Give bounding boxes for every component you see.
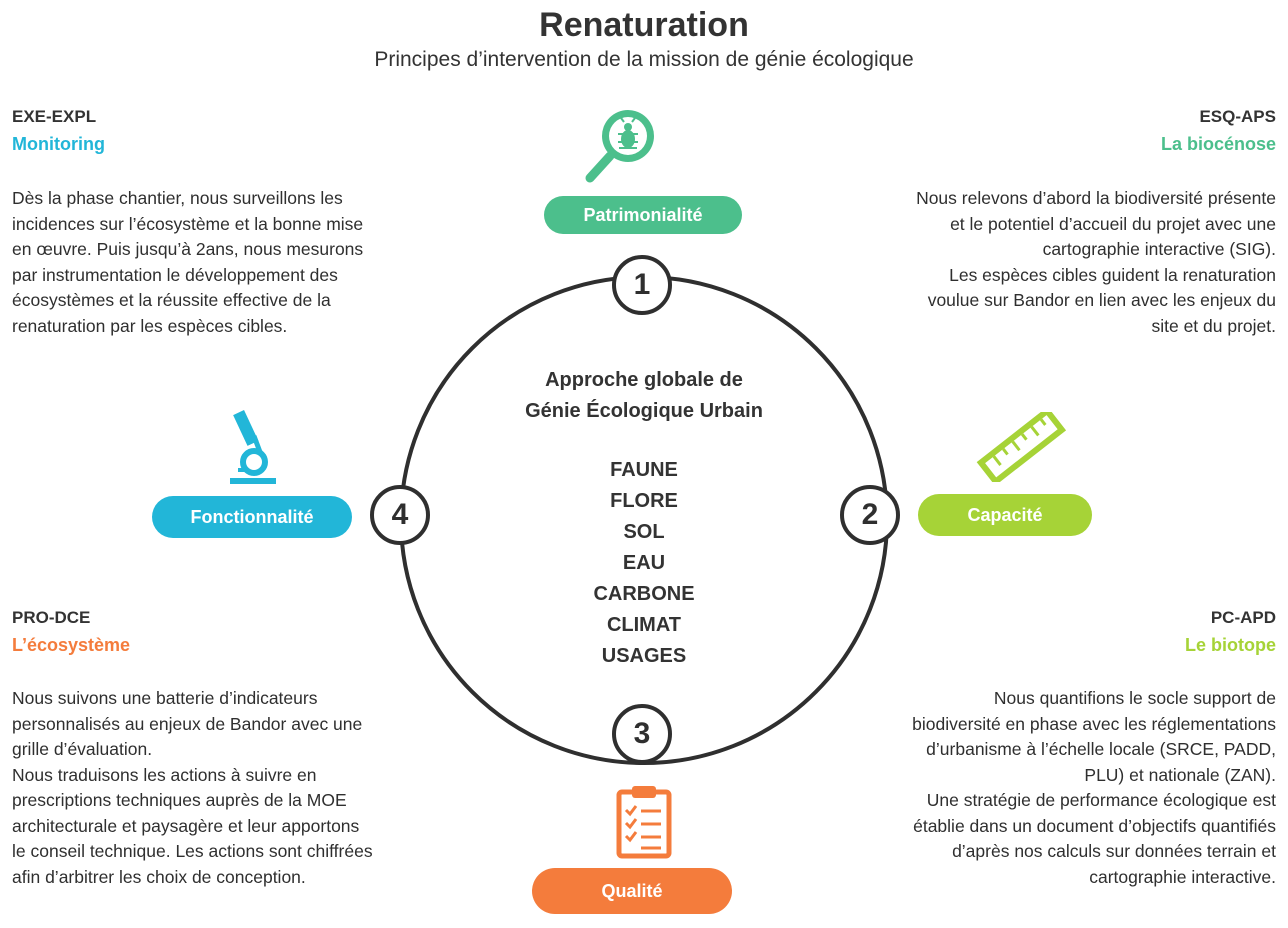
text-line: renaturation par les espèces cibles. [12,315,288,336]
text-line: écosystèmes et la réussite effective de … [12,290,331,310]
theme-item: CARBONE [593,583,695,605]
page-title: Renaturation [539,6,749,44]
theme-item: FLORE [610,490,678,512]
text-line: prescriptions techniques auprès de la MO… [12,790,347,810]
text-line: en œuvre. Puis jusqu’à 2ans, nous mesuro… [12,239,364,259]
text-line: Nous quantifions le socle support de [993,688,1276,708]
text-line: voulue sur Bandor en lien avec les enjeu… [927,290,1276,310]
phase-name-biocenose: La biocénose [1160,134,1276,154]
step-number-4: 4 [370,485,430,545]
step-number-3: 3 [612,704,672,764]
node-fonctionnalite-label: Fonctionnalité [152,496,352,538]
page-subtitle: Principes d’intervention de la mission d… [374,48,914,71]
text-line: par instrumentation le développement des [12,264,338,285]
node-patrimonialite-label: Patrimonialité [544,196,742,234]
phase-name-monitoring: Monitoring [12,134,105,154]
text-line: personnalisés au enjeux de Bandor avec u… [12,713,363,734]
theme-item: FAUNE [610,459,678,481]
text-line: site et du projet. [1151,315,1276,336]
center-title: Approche globale de Génie Écologique Urb… [454,365,834,427]
theme-item: USAGES [601,645,687,667]
text-line: et le potentiel d’accueil du projet avec… [950,213,1276,234]
phase-description-biocenose: Nous relevons d’abord la biodiversité pr… [756,186,1276,339]
text-line: PLU) et nationale (ZAN). [1084,764,1276,785]
phase-code-pc-apd: PC-APD [1210,608,1276,627]
step-number-1: 1 [612,255,672,315]
node-capacite-label: Capacité [918,494,1092,536]
ruler-icon [976,412,1067,482]
theme-item: SOL [623,521,665,543]
text-line: cartographie interactive (SIG). [1042,239,1276,259]
text-line: Dès la phase chantier, nous surveillons … [12,188,343,208]
phase-description-monitoring: Dès la phase chantier, nous surveillons … [12,186,512,339]
text-line: Nous relevons d’abord la biodiversité pr… [916,188,1276,208]
node-qualite-label: Qualité [532,868,732,914]
text-line: le conseil technique. Les actions sont c… [12,841,373,861]
text-line: grille d’évaluation. [12,739,153,759]
phase-description-biotope: Nous quantifions le socle support de bio… [756,686,1276,890]
center-theme-list: FAUNE FLORE SOL EAU CARBONE CLIMAT USAGE… [544,455,744,672]
magnifier-bug-icon [585,110,654,183]
text-line: Une stratégie de performance écologique … [926,790,1276,810]
text-line: d’urbanisme à l’échelle locale (SRCE, PA… [926,739,1276,759]
phase-description-ecosysteme: Nous suivons une batterie d’indicateurs … [12,686,512,890]
text-line: architecturale et paysagère et leur appo… [12,815,360,836]
phase-code-pro-dce: PRO-DCE [12,608,91,627]
phase-name-biotope: Le biotope [1185,635,1276,655]
step-number-2: 2 [840,485,900,545]
text-line: biodiversité en phase avec les réglement… [912,713,1276,734]
phase-code-esq-aps: ESQ-APS [1199,107,1276,126]
text-line: Les espèces cibles guident la renaturati… [949,264,1276,285]
text-line: d’après nos calculs sur données terrain … [952,841,1276,861]
text-line: afin d’arbitrer les choix de conception. [12,866,306,887]
phase-name-ecosysteme: L’écosystème [12,635,131,655]
text-line: Nous suivons une batterie d’indicateurs [12,688,318,708]
center-title-line2: Génie Écologique Urbain [525,400,763,422]
phase-code-exe-expl: EXE-EXPL [12,107,97,126]
text-line: établie dans un document d’objectifs qua… [913,815,1276,836]
theme-item: EAU [622,552,666,574]
theme-item: CLIMAT [606,614,682,636]
center-title-line1: Approche globale de [545,369,743,391]
clipboard-checklist-icon [616,786,672,859]
text-line: cartographie interactive. [1089,866,1276,887]
text-line: Nous traduisons les actions à suivre en [12,764,317,785]
text-line: incidences sur l’écosystème et la bonne … [12,213,364,234]
microscope-icon [230,409,276,484]
